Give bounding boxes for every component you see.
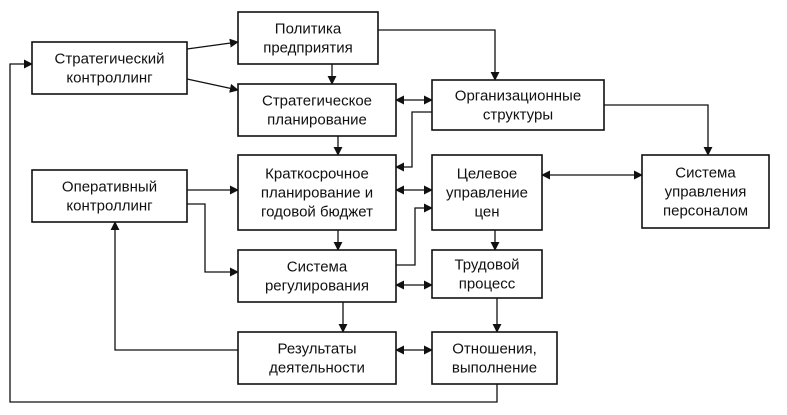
node-label-kratk_plan-line-2: годовой бюджет bbox=[261, 203, 373, 220]
node-box-oper_kontr bbox=[31, 169, 188, 223]
node-label-strat_plan-line-0: Стратегическое bbox=[262, 92, 372, 109]
node-label-strat_kontr-line-1: контроллинг bbox=[66, 69, 153, 86]
node-label-politika-line-1: предприятия bbox=[263, 39, 353, 56]
node-kratk_plan: Краткосрочное планирование и годовой бюдже… bbox=[237, 154, 397, 231]
node-label-tsel_upr-line-0: Целевое bbox=[457, 165, 518, 182]
node-box-sist_pers bbox=[641, 154, 770, 229]
node-label-oper_kontr-line-1: контроллинг bbox=[66, 197, 153, 214]
node-tsel_upr: Целевое управление цен bbox=[431, 154, 543, 231]
node-box-trud_proc bbox=[431, 249, 543, 299]
arrow-org_str-to-sist_pers bbox=[604, 104, 713, 156]
node-label-strat_plan-line-1: планирование bbox=[267, 111, 367, 128]
node-label-sist_pers-line-0: Система bbox=[675, 164, 736, 181]
arrow-rezult-to-oper_kontr bbox=[110, 221, 238, 351]
node-label-oper_kontr-line-0: Оперативный bbox=[62, 178, 157, 195]
node-label-trud_proc-line-0: Трудовой bbox=[454, 256, 519, 273]
node-box-strat_plan bbox=[237, 83, 397, 137]
node-box-org_str bbox=[431, 79, 605, 131]
node-label-rezult-line-1: деятельности bbox=[269, 359, 365, 376]
node-box-politika bbox=[237, 11, 379, 65]
arrow-otnosh-to-strat_kontr bbox=[9, 59, 498, 403]
node-oper_kontr: Оперативный контроллинг bbox=[31, 169, 188, 223]
node-label-kratk_plan-line-1: планирование и bbox=[261, 184, 373, 201]
node-label-sist_reg-line-1: регулирования bbox=[265, 277, 369, 294]
edge-layer bbox=[9, 29, 713, 403]
node-strat_kontr: Стратегический контроллинг bbox=[31, 41, 188, 95]
node-box-sist_reg bbox=[237, 249, 397, 303]
node-box-strat_kontr bbox=[31, 41, 188, 95]
node-box-otnosh bbox=[431, 331, 558, 385]
arrow-strat_kontr-to-strat_plan bbox=[186, 78, 239, 93]
node-sist_reg: Система регулирования bbox=[237, 249, 397, 303]
arrow-org_str-to-kratk_plan bbox=[395, 111, 432, 172]
node-label-tsel_upr-line-2: цен bbox=[474, 203, 499, 220]
node-label-otnosh-line-1: выполнение bbox=[452, 359, 537, 376]
node-label-kratk_plan-line-0: Краткосрочное bbox=[265, 165, 369, 182]
node-box-kratk_plan bbox=[237, 154, 397, 231]
node-label-tsel_upr-line-1: управление bbox=[446, 184, 528, 201]
node-label-sist_pers-line-1: управления bbox=[665, 183, 747, 200]
arrow-sist_reg-to-tsel_upr bbox=[396, 203, 433, 266]
node-box-rezult bbox=[237, 331, 397, 385]
node-label-politika-line-0: Политика bbox=[275, 20, 342, 37]
node-trud_proc: Трудовой процесс bbox=[431, 249, 543, 299]
arrow-oper_kontr-to-sist_reg bbox=[187, 203, 239, 277]
node-label-trud_proc-line-1: процесс bbox=[459, 275, 516, 292]
node-label-org_str-line-1: структуры bbox=[483, 106, 553, 123]
node-label-sist_reg-line-0: Система bbox=[287, 258, 348, 275]
node-label-org_str-line-0: Организационные bbox=[455, 87, 581, 104]
arrow-politika-to-org_str bbox=[378, 29, 500, 81]
node-politika: Политика предприятия bbox=[237, 11, 379, 65]
node-rezult: Результаты деятельности bbox=[237, 331, 397, 385]
node-box-tsel_upr bbox=[431, 154, 543, 231]
node-strat_plan: Стратегическое планирование bbox=[237, 83, 397, 137]
node-sist_pers: Система управления персоналом bbox=[641, 154, 770, 229]
arrow-strat_kontr-to-politika bbox=[186, 38, 239, 50]
node-org_str: Организационные структуры bbox=[431, 79, 605, 131]
node-label-otnosh-line-0: Отношения, bbox=[452, 340, 537, 357]
node-otnosh: Отношения, выполнение bbox=[431, 331, 558, 385]
node-label-strat_kontr-line-0: Стратегический bbox=[55, 50, 165, 67]
node-label-rezult-line-0: Результаты bbox=[278, 340, 357, 357]
node-label-sist_pers-line-2: персоналом bbox=[663, 202, 748, 219]
